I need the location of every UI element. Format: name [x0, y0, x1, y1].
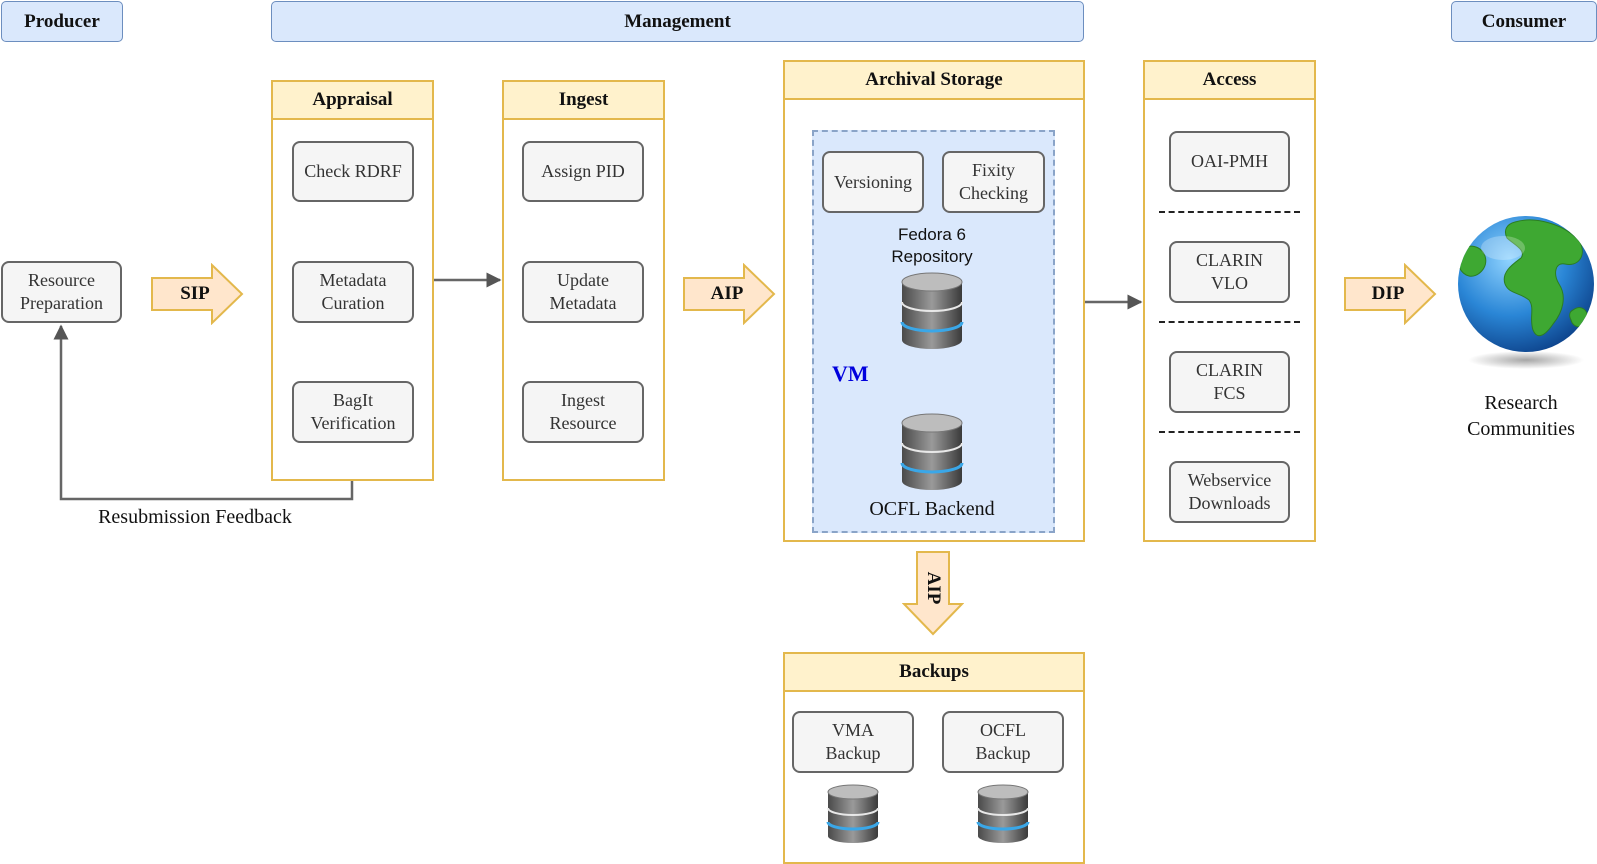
versioning-box: Versioning	[822, 151, 924, 213]
database-icon	[976, 784, 1030, 843]
sip-arrow: SIP	[150, 263, 244, 325]
appraisal-title: Appraisal	[273, 82, 432, 120]
access-separator	[1159, 211, 1300, 213]
database-icon	[900, 272, 964, 349]
aip-arrow: AIP	[682, 263, 776, 325]
access-title: Access	[1145, 62, 1314, 100]
vm-label: VM	[832, 361, 869, 386]
fixity-checking-box: Fixity Checking	[942, 151, 1045, 213]
archival-storage-title: Archival Storage	[785, 62, 1083, 100]
header-producer: Producer	[1, 1, 123, 42]
clarin-vlo-box: CLARIN VLO	[1169, 241, 1290, 303]
dip-arrow: DIP	[1343, 263, 1437, 325]
header-consumer: Consumer	[1451, 1, 1597, 42]
ingest-resource-box: Ingest Resource	[522, 381, 644, 443]
sip-label: SIP	[180, 283, 210, 304]
vma-backup-box: VMA Backup	[792, 711, 914, 773]
assign-pid-box: Assign PID	[522, 141, 644, 202]
oai-pmh-box: OAI-PMH	[1169, 131, 1290, 192]
ocfl-backup-box: OCFL Backup	[942, 711, 1064, 773]
database-icon	[826, 784, 880, 843]
ocfl-backend-label: OCFL Backend	[869, 498, 995, 520]
access-separator	[1159, 321, 1300, 323]
research-communities-label: Research Communities	[1467, 392, 1575, 440]
dip-label: DIP	[1371, 283, 1405, 304]
fedora-repository-label: Fedora 6 Repository	[891, 225, 973, 266]
database-icon	[900, 413, 964, 490]
aip-down-label: AIP	[923, 571, 944, 605]
metadata-curation-box: Metadata Curation	[292, 261, 414, 323]
resubmission-feedback-label: Resubmission Feedback	[98, 506, 292, 528]
update-metadata-box: Update Metadata	[522, 261, 644, 323]
webservice-downloads-box: Webservice Downloads	[1169, 461, 1290, 523]
aip-down-arrow: AIP	[902, 550, 964, 636]
backups-title: Backups	[785, 654, 1083, 692]
resubmission-feedback-line	[53, 324, 354, 501]
check-rdrf-box: Check RDRF	[292, 141, 414, 202]
aip-label: AIP	[710, 283, 744, 304]
resource-preparation-box: Resource Preparation	[1, 261, 122, 323]
access-separator	[1159, 431, 1300, 433]
clarin-fcs-box: CLARIN FCS	[1169, 351, 1290, 413]
bagit-verification-box: BagIt Verification	[292, 381, 414, 443]
ingest-title: Ingest	[504, 82, 663, 120]
header-management: Management	[271, 1, 1084, 42]
globe-icon	[1458, 216, 1594, 369]
